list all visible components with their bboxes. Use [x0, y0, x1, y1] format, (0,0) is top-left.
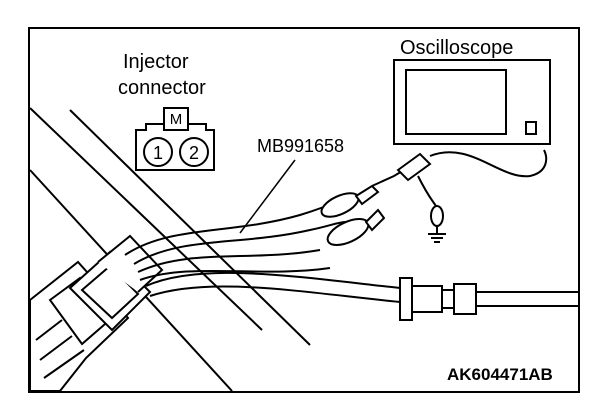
oscilloscope [393, 59, 551, 145]
figure-code: AK604471AB [447, 365, 553, 384]
oscilloscope-knob [525, 121, 537, 135]
connector-label: connector [118, 77, 206, 99]
test-lead-clips [320, 169, 405, 246]
connector-face [135, 107, 215, 171]
oscilloscope-label: Oscilloscope [400, 37, 514, 59]
tool-label: MB991658 [257, 136, 345, 156]
connector-pin-2: 2 [188, 143, 199, 163]
tool-leader-line [239, 159, 296, 234]
oscilloscope-probe [396, 149, 548, 243]
oscilloscope-screen [405, 69, 507, 135]
connector-key-label: M [169, 111, 183, 128]
figure-frame [28, 27, 580, 393]
harness-cables [124, 195, 401, 303]
injector-label: Injector [123, 51, 189, 73]
test-harness-connector [399, 277, 578, 321]
connector-pin-1: 1 [152, 143, 163, 163]
